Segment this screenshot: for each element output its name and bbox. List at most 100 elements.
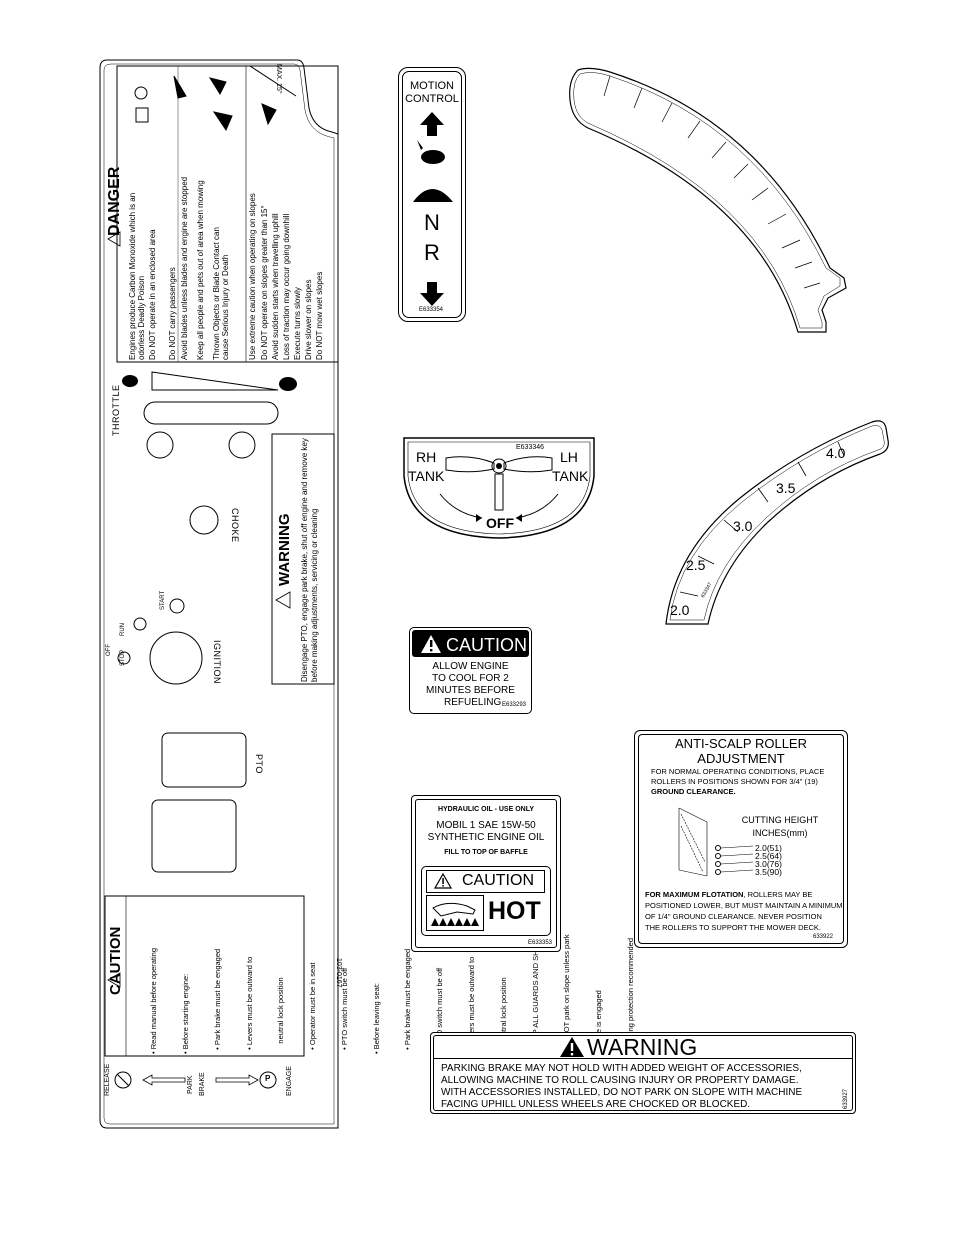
hydraulic-line-3: SYNTHETIC ENGINE OIL [427,832,545,843]
caution-line: • Operator must be in seat [308,962,318,1054]
caution-line: • Park brake must be engaged [212,948,222,1054]
dash-caution-list: • Read manual before operating • Before … [128,893,658,1054]
danger-bullet-2: Do NOT operate in an enclosed area [148,229,157,360]
caution-refuel-decal: CAUTION ALLOW ENGINE TO COOL FOR 2 MINUT… [409,627,532,714]
danger-bullet-12: Drive slower on slopes [304,279,313,360]
motion-title-1: MOTION [410,80,454,92]
arc-scale-blank [569,67,847,333]
anti-scalp-title-1: ANTI-SCALP ROLLER [675,736,807,751]
motion-title-2: CONTROL [405,93,459,105]
danger-bullet-10: Loss of traction may occur going downhil… [282,213,291,360]
anti-scalp-height-4: 3.5(90) [755,867,782,877]
warning-triangle-icon [560,1037,584,1057]
pto-label: PTO [254,754,264,774]
hydraulic-line-2: MOBIL 1 SAE 15W-50 [436,820,536,831]
ignition-off: OFF [106,644,112,656]
dash-caution-title: CAUTION [107,926,124,995]
danger-pictograms [134,65,297,132]
hydraulic-oil-decal: HYDRAULIC OIL - USE ONLY MOBIL 1 SAE 15W… [411,795,561,952]
danger-bullet-8: Do NOT operate on slopes greater than 15… [260,205,269,360]
height-mark-3-5: 3.5 [776,480,796,496]
danger-bullet-6: Thrown Objects or Blade Contact can caus… [212,227,230,360]
arrow-right-icon [476,514,482,522]
throttle-label: THROTTLE [111,384,121,436]
motion-r: R [424,240,440,265]
arrow-up-icon [420,112,444,136]
danger-bullet-11: Execute turns slowly [293,287,302,360]
anti-scalp-decal: ANTI-SCALP ROLLER ADJUSTMENT FOR NORMAL … [634,730,848,948]
brake-brake: BRAKE [199,1072,206,1096]
anti-scalp-p2-d: THE ROLLERS TO SUPPORT THE MOWER DECK. [645,923,822,932]
motion-part-number: E633354 [419,307,444,313]
anti-scalp-p1-b: ROLLERS IN POSITIONS SHOWN FOR 3/4" (19) [651,777,818,786]
hydraulic-part-number: E633353 [528,940,553,946]
caution-refuel-line-3: MINUTES BEFORE [426,685,515,696]
hot-caution-bar [426,870,545,893]
anti-scalp-p1-a: FOR NORMAL OPERATING CONDITIONS, PLACE [651,767,825,776]
anti-scalp-height-3: 3.0(76) [755,859,782,869]
park-p-symbol: P [265,1074,271,1083]
parking-brake-warning-decal: WARNING PARKING BRAKE MAY NOT HOLD WITH … [430,1032,856,1114]
caution-lines: • Read manual before operating • Before … [128,893,658,1054]
anti-scalp-p2-a-rest: , ROLLERS MAY BE [743,890,813,899]
warning-part-number: 633927 [843,1088,849,1109]
height-mark-3-0: 3.0 [733,518,753,534]
motion-control-decal: MOTION CONTROL N R E633354 [398,67,466,322]
caution-refuel-line-4: REFUELING [444,697,502,708]
hot-warning-box: CAUTION HOT [421,866,551,936]
caution-refuel-line-2: TO COOL FOR 2 [432,673,509,684]
height-mark-4-0: 4.0 [826,445,846,461]
warning-triangle-icon [421,635,441,653]
tank-rh-tank: TANK [408,468,445,484]
height-scale-decal [665,420,889,625]
hydraulic-line-1: HYDRAULIC OIL - USE ONLY [437,806,535,813]
tank-off: OFF [486,515,514,531]
warning-title: WARNING [587,1034,698,1060]
caution-line: • Before starting engine: [180,973,190,1054]
rabbit-icon [421,150,445,164]
ignition-start: START [160,590,166,610]
anti-scalp-inner-border [638,734,844,944]
hot-label: HOT [488,897,541,925]
tank-lh: LH [560,449,578,465]
ignition-label: IGNITION [212,640,222,684]
warning-triangle-icon [434,873,452,889]
tank-lh-tank: TANK [552,468,589,484]
caution-line: • Levers must be outward to [244,956,254,1054]
caution-line: • PTO switch must be off [339,967,349,1054]
arrow-left-icon [516,514,522,522]
caution-line: • Read manual before operating [149,947,159,1054]
brake-park: PARK [187,1075,194,1094]
hot-caution-title: CAUTION [462,872,534,889]
brake-engage: ENGAGE [286,1066,293,1096]
hot-surface-picture-box [426,895,484,931]
hot-surface-hand-icon [431,902,479,926]
caution-refuel-title: CAUTION [446,635,527,655]
height-mark-2-5: 2.5 [686,557,706,573]
roller-position-diagram [678,807,754,877]
arc-ticks [603,75,821,289]
turtle-icon [413,189,453,202]
caution-line: brake is engaged [594,990,604,1054]
warning-line-1: PARKING BRAKE MAY NOT HOLD WITH ADDED WE… [441,1063,802,1074]
danger-bullet-9: Avoid sudden starts when travelling uphi… [271,213,280,360]
hydraulic-line-4: FILL TO TOP OF BAFFLE [444,849,528,856]
danger-bullet-4: Avoid blades unless blades and engine ar… [180,176,189,360]
caution-line: • Do NOT park on slope unless park [562,934,572,1054]
anti-scalp-height-2: 2.5(64) [755,851,782,861]
warning-line-3: WITH ACCESSORIES INSTALLED, DO NOT PARK … [441,1087,803,1098]
danger-bullet-1: Engines produce Carbon Monoxide which is… [128,192,146,360]
anti-scalp-p1-c: GROUND CLEARANCE. [651,787,736,796]
warning-line-4: FACING UPHILL UNLESS WHEELS ARE CHOCKED … [441,1099,751,1110]
caution-line: neutral lock position [276,977,286,1054]
anti-scalp-height-1: 2.0(51) [755,843,782,853]
danger-bullet-3: Do NOT carry passengers [168,267,177,360]
arrow-down-icon [420,282,444,306]
motion-n: N [424,210,440,235]
dash-warning-title: WARNING [276,513,293,587]
danger-title: DANGER [106,166,123,236]
motion-inner-border [402,71,462,318]
anti-scalp-p2-b: POSITIONED LOWER, BUT MUST MAINTAIN A MI… [645,901,843,910]
danger-bullet-5: Keep all people and pets out of area whe… [196,180,205,360]
